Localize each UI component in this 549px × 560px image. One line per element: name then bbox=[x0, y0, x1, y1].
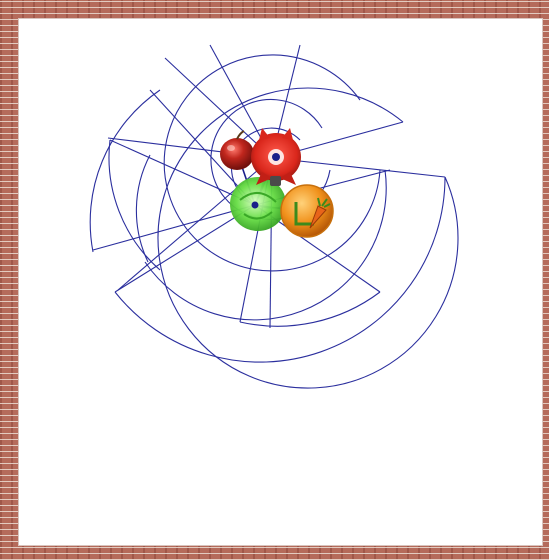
wire-spoke bbox=[93, 205, 255, 250]
wire-arc-chord bbox=[90, 90, 160, 252]
wire-arc-chord bbox=[240, 292, 380, 326]
wire-arc-outer bbox=[158, 88, 458, 388]
carrot-badge-icon[interactable] bbox=[281, 185, 333, 237]
